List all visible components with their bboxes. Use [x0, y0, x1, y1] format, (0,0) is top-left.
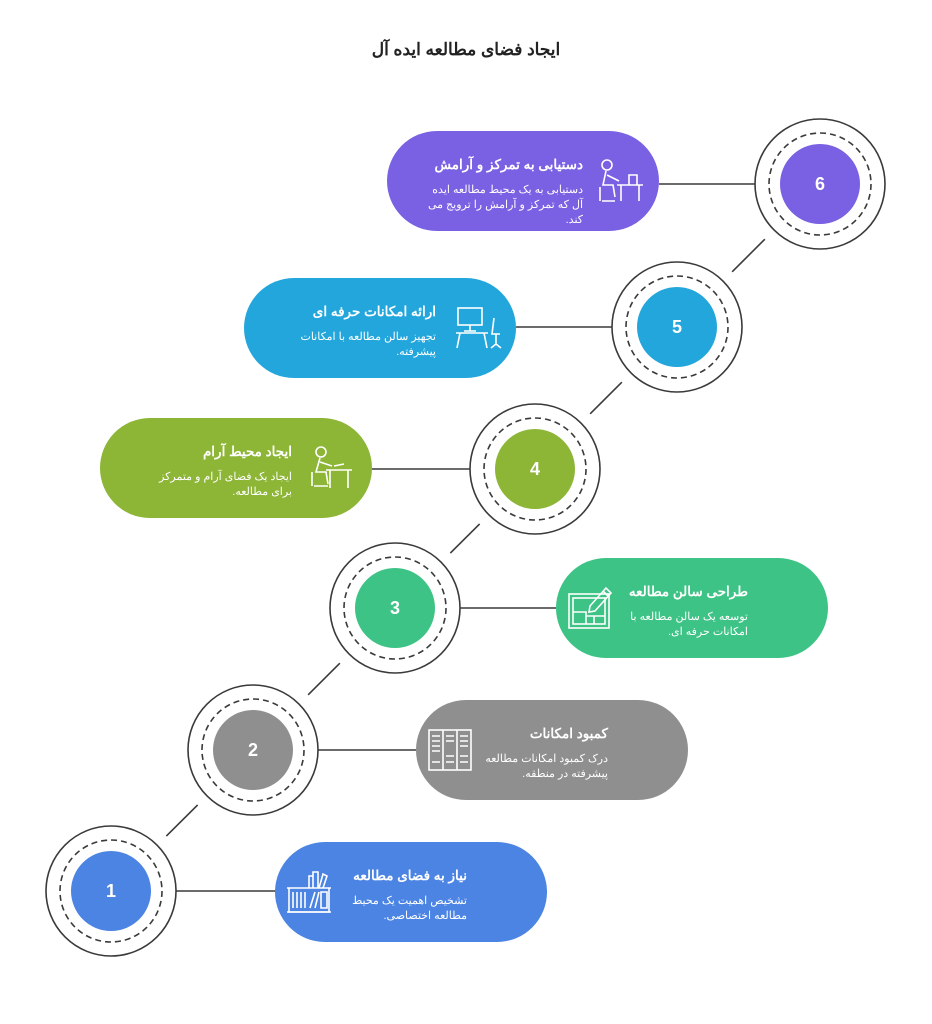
step-card-1: نیاز به فضای مطالعه تشخیص اهمیت یک محیط …	[275, 842, 547, 942]
step-card-5: ارائه امکانات حرفه ای تجهیز سالن مطالعه …	[244, 278, 516, 378]
computer-desk-icon	[456, 307, 502, 349]
step-circle-1	[71, 851, 151, 931]
step-ring-dashed-2	[201, 698, 305, 802]
step-number-5: 5	[672, 317, 682, 337]
step-ring-dashed-5	[625, 275, 729, 379]
step-circle-2	[213, 710, 293, 790]
step-card-4: ایجاد محیط آرام ایجاد یک فضای آرام و متم…	[100, 418, 372, 518]
step-card-6: دستیابی به تمرکز و آرامش دستیابی به یک م…	[387, 131, 659, 231]
step-description: تشخیص اهمیت یک محیط مطالعه اختصاصی.	[352, 895, 467, 922]
step-card-2: کمبود امکانات درک کمبود امکانات مطالعه پ…	[416, 700, 688, 800]
step-link-4	[589, 381, 623, 415]
step-number-3: 3	[390, 598, 400, 618]
step-number-1: 1	[106, 881, 116, 901]
step-number-4: 4	[530, 459, 540, 479]
lockers-icon	[428, 729, 472, 771]
page-title: ایجاد فضای مطالعه ایده آل	[371, 40, 561, 59]
blueprint-pencil-icon	[568, 586, 613, 629]
step-link-3	[449, 523, 481, 554]
step-title: دستیابی به تمرکز و آرامش	[434, 157, 583, 172]
step-circle-3	[355, 568, 435, 648]
step-number-6: 6	[815, 174, 825, 194]
step-title: نیاز به فضای مطالعه	[353, 868, 467, 883]
step-ring-dashed-1	[59, 839, 163, 943]
step-title: ایجاد محیط آرام	[202, 444, 292, 459]
step-circle-6	[780, 144, 860, 224]
person-at-desk-icon	[599, 159, 643, 202]
step-ring-dashed-3	[343, 556, 447, 660]
step-description: ایجاد یک فضای آرام و متمرکز برای مطالعه.	[159, 471, 292, 498]
step-link-2	[307, 662, 341, 696]
step-circle-4	[495, 429, 575, 509]
step-link-5	[731, 238, 766, 273]
step-description: دستیابی به یک محیط مطالعه ایده آل که تمر…	[427, 184, 583, 226]
step-number-2: 2	[248, 740, 258, 760]
step-description: تجهیز سالن مطالعه با امکانات پیشرفته.	[300, 331, 436, 358]
step-description: توسعه یک سالن مطالعه با امکانات حرفه ای.	[630, 611, 748, 638]
step-title: ارائه امکانات حرفه ای	[312, 304, 436, 319]
step-description: درک کمبود امکانات مطالعه پیشرفته در منطق…	[485, 753, 608, 780]
person-studying-icon	[311, 446, 352, 488]
bookshelf-icon	[287, 871, 331, 913]
step-ring-dashed-4	[483, 417, 587, 521]
step-title: طراحی سالن مطالعه	[628, 584, 748, 599]
step-title: کمبود امکانات	[529, 726, 608, 741]
step-link-1	[165, 804, 199, 837]
step-card-3: طراحی سالن مطالعه توسعه یک سالن مطالعه ب…	[556, 558, 828, 658]
step-ring-dashed-6	[768, 132, 872, 236]
step-circle-5	[637, 287, 717, 367]
